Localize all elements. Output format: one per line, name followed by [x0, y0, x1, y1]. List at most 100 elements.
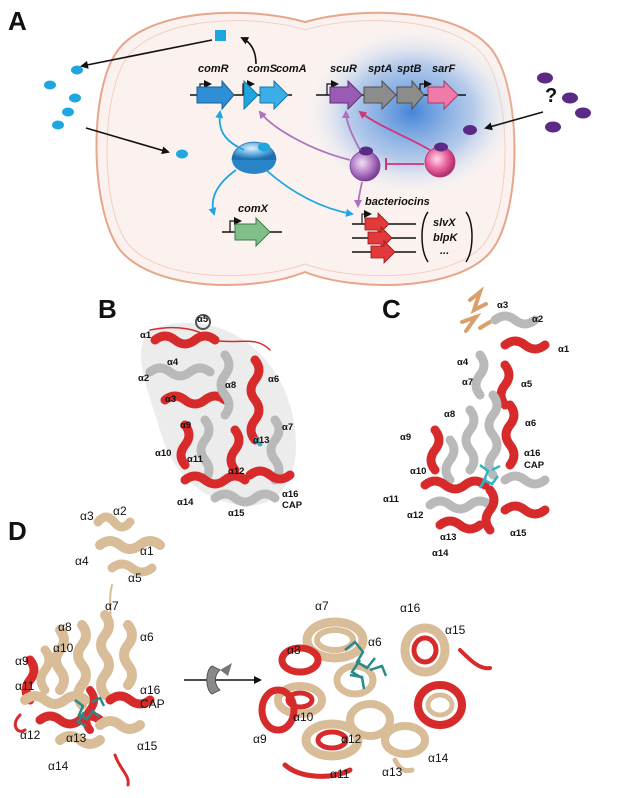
dr-a8: α8: [287, 643, 301, 657]
comR-to-comX-arrow: [208, 169, 237, 216]
d-a3: α3: [80, 509, 94, 523]
comS-translation-arrow: [240, 37, 257, 65]
c-a13: α13: [440, 532, 456, 543]
b-a14: α14: [177, 497, 194, 508]
c-a16: α16: [524, 448, 540, 459]
comR-protein: [231, 141, 277, 174]
panel-c: C: [382, 286, 570, 559]
dr-a6: α6: [368, 635, 382, 649]
c-a7: α7: [462, 377, 473, 388]
d-a4: α4: [75, 554, 89, 568]
d-a9: α9: [15, 654, 29, 668]
b-a2: α2: [138, 373, 149, 384]
c-a14: α14: [432, 548, 449, 559]
question-mark: ?: [545, 85, 557, 107]
ellipsis-label: ...: [440, 245, 449, 257]
panel-b: B α1 α5 α2 α4: [98, 294, 303, 519]
b-a9: α9: [180, 420, 191, 431]
scuR-to-scuR-operon-arrow: [342, 110, 361, 151]
comA-gene-arrow: [259, 79, 289, 111]
dr-a13: α13: [382, 765, 403, 779]
sarF-to-scuR-operon-arrow: [358, 110, 431, 151]
d-a10: α10: [53, 641, 74, 655]
c-a9: α9: [400, 432, 411, 443]
b-cap: CAP: [282, 500, 303, 511]
panel-d-right-structure: [258, 617, 492, 779]
inhibition-bar: [385, 158, 424, 170]
comR-label: comR: [198, 63, 229, 75]
d-cap: CAP: [140, 697, 165, 711]
comX-label: comX: [238, 203, 269, 215]
c-a10: α10: [410, 466, 426, 477]
comX-gene-arrow: [234, 216, 271, 248]
slvX-label: slvX: [433, 217, 456, 229]
c-a15: α15: [510, 528, 527, 539]
d-a12: α12: [20, 728, 41, 742]
c-cap: CAP: [524, 460, 545, 471]
export-arrow: [80, 39, 213, 69]
comR-to-comR-arrow: [215, 110, 245, 151]
d-a15: α15: [137, 739, 158, 753]
blue-glow: [300, 24, 524, 200]
b-a1: α1: [140, 330, 152, 341]
scuR-operon: scuR sptA sptB sarF: [316, 63, 466, 111]
panel-a-letter: A: [8, 6, 27, 36]
comS-peptide-square: [215, 30, 226, 41]
b-a8: α8: [225, 380, 236, 391]
panel-d-letter: D: [8, 516, 27, 546]
dr-a10: α10: [293, 710, 314, 724]
panel-b-structure: [141, 314, 296, 507]
peptide-uptake-arrow: [484, 111, 544, 131]
dr-a15: α15: [445, 623, 466, 637]
scuR-label: scuR: [330, 63, 357, 75]
sptB-gene-arrow: [396, 79, 425, 111]
b-a3: α3: [165, 394, 176, 405]
panel-d-left-structure: [13, 512, 165, 787]
sarF-gene-arrow: [427, 79, 459, 111]
c-a2: α2: [532, 314, 543, 325]
b-a4: α4: [167, 357, 179, 368]
d-a1: α1: [140, 544, 154, 558]
b-a16: α16: [282, 489, 298, 500]
d-a7: α7: [105, 599, 119, 613]
b-a10: α10: [155, 448, 171, 459]
dr-a9: α9: [253, 732, 267, 746]
b-a5: α5: [197, 314, 209, 325]
d-a2: α2: [113, 504, 127, 518]
d-a16: α16: [140, 683, 161, 697]
c-a4: α4: [457, 357, 469, 368]
sarF-protein: [424, 142, 456, 178]
b-a7: α7: [282, 422, 293, 433]
blpK-label: blpK: [433, 232, 458, 244]
comS-label: comS: [247, 63, 278, 75]
panel-c-structure: [420, 286, 550, 535]
d-a11: α11: [15, 679, 35, 693]
bacteriocin-genes: bacteriocins slvX blpK ...: [352, 196, 473, 264]
scuR-to-bacteriocins-arrow: [354, 181, 363, 208]
c-a12: α12: [407, 510, 423, 521]
comR-operon: comR comS comA: [190, 63, 307, 111]
c-a6: α6: [525, 418, 536, 429]
d-a6: α6: [140, 630, 154, 644]
bacteriocins-label: bacteriocins: [365, 196, 430, 208]
d-a14: α14: [48, 759, 69, 773]
panel-a: A ?: [8, 6, 591, 286]
b-a13: α13: [253, 435, 269, 446]
scuR-protein: [349, 146, 381, 182]
dr-a12: α12: [341, 732, 362, 746]
comA-label: comA: [276, 63, 307, 75]
scuR-gene-arrow: [329, 79, 363, 111]
comR-to-bacteriocins-arrow: [265, 169, 354, 217]
import-arrow: [85, 127, 170, 155]
xip-peptides: [44, 65, 188, 159]
panel-d: D: [8, 504, 492, 787]
dr-a7: α7: [315, 599, 329, 613]
c-a1: α1: [558, 344, 570, 355]
comX-gene: comX: [222, 203, 282, 248]
panel-b-letter: B: [98, 294, 117, 324]
b-a11: α11: [187, 454, 204, 465]
dr-a16: α16: [400, 601, 421, 615]
b-a12: α12: [228, 466, 244, 477]
dr-a14: α14: [428, 751, 449, 765]
